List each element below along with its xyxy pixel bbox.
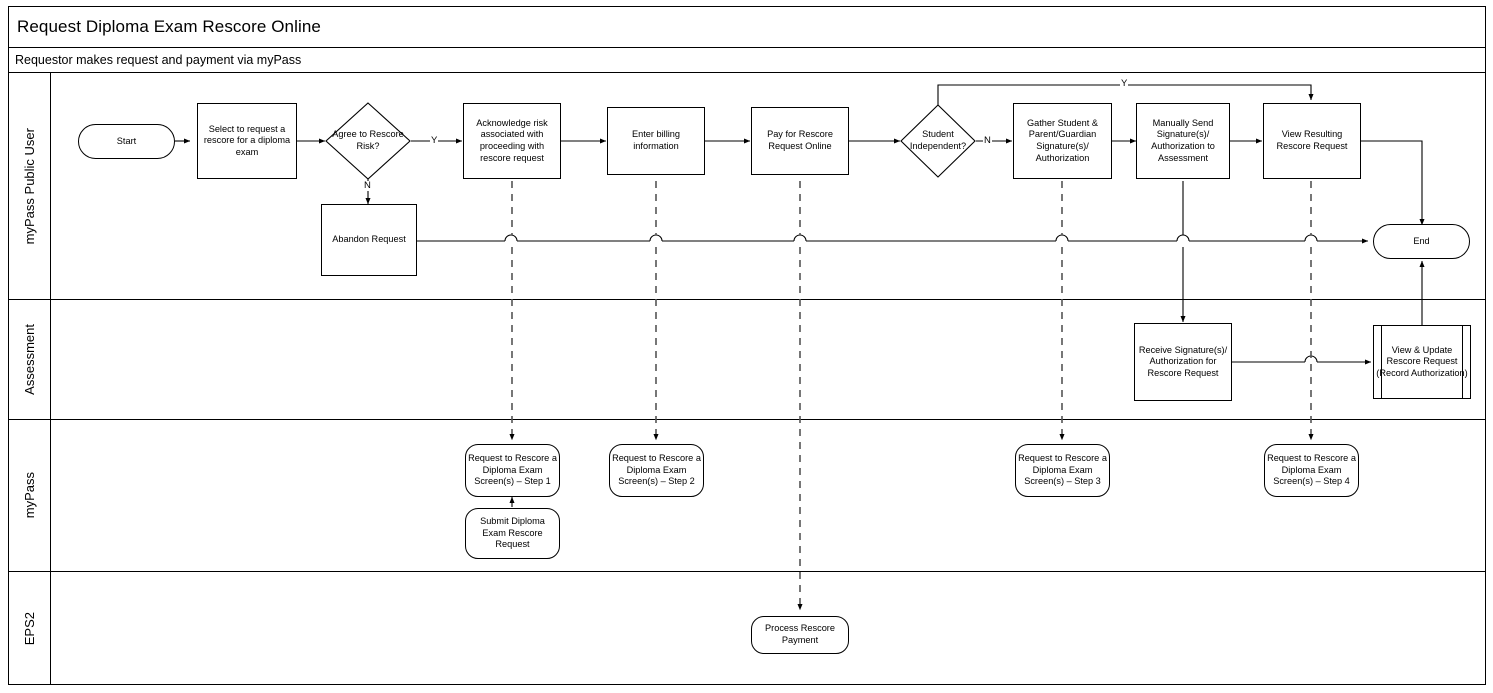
node-screen-step-1-label: Request to Rescore a Diploma Exam Screen… — [468, 453, 557, 487]
node-screen-step-2-label: Request to Rescore a Diploma Exam Screen… — [612, 453, 701, 487]
node-screen-step-4[interactable]: Request to Rescore a Diploma Exam Screen… — [1264, 444, 1359, 497]
node-acknowledge-risk[interactable]: Acknowledge risk associated with proceed… — [463, 103, 561, 179]
node-submit-diploma-exam-rescore-request-label: Submit Diploma Exam Rescore Request — [480, 516, 545, 550]
node-end[interactable]: End — [1373, 224, 1470, 259]
node-process-rescore-payment[interactable]: Process Rescore Payment — [751, 616, 849, 654]
node-agree-to-rescore-risk[interactable]: Agree to Rescore Risk? — [325, 102, 411, 180]
node-select-request[interactable]: Select to request a rescore for a diplom… — [197, 103, 297, 179]
lane-body-assessment — [51, 300, 1486, 419]
node-end-label: End — [1413, 235, 1430, 246]
edge-label-independent-no: N — [983, 135, 992, 146]
lane-eps2: EPS2 — [8, 572, 1486, 685]
lane-label-eps2: EPS2 — [21, 611, 37, 646]
node-manually-send-authorization[interactable]: Manually Send Signature(s)/ Authorizatio… — [1136, 103, 1230, 179]
node-view-update-rescore-request-label: View & Update Rescore Request (Record Au… — [1376, 344, 1468, 378]
lane-label-public-user: myPass Public User — [21, 127, 37, 245]
node-abandon-request[interactable]: Abandon Request — [321, 204, 417, 276]
node-view-resulting-rescore-request[interactable]: View Resulting Rescore Request — [1263, 103, 1361, 179]
node-agree-to-rescore-risk-label: Agree to Rescore Risk? — [332, 129, 404, 151]
node-screen-step-4-label: Request to Rescore a Diploma Exam Screen… — [1267, 453, 1356, 487]
node-screen-step-2[interactable]: Request to Rescore a Diploma Exam Screen… — [609, 444, 704, 497]
lane-label-mypass: myPass — [21, 472, 37, 519]
node-acknowledge-risk-label: Acknowledge risk associated with proceed… — [476, 117, 548, 163]
edge-label-agree-no: N — [363, 180, 372, 191]
lane-header-public-user: myPass Public User — [8, 73, 51, 299]
node-student-independent-label: Student Independent? — [909, 129, 967, 151]
node-receive-signatures-label: Receive Signature(s)/ Authorization for … — [1138, 344, 1228, 378]
node-enter-billing-information-label: Enter billing information — [631, 129, 680, 151]
node-screen-step-3-label: Request to Rescore a Diploma Exam Screen… — [1018, 453, 1107, 487]
phase-bar: Requestor makes request and payment via … — [8, 48, 1486, 73]
diagram-frame — [8, 6, 1486, 685]
lane-assessment: Assessment — [8, 300, 1486, 420]
node-start-label: Start — [116, 135, 137, 146]
lane-mypass: myPass — [8, 420, 1486, 572]
node-screen-step-1[interactable]: Request to Rescore a Diploma Exam Screen… — [465, 444, 560, 497]
node-abandon-request-label: Abandon Request — [332, 234, 406, 245]
edge-label-independent-yes: Y — [1120, 78, 1129, 89]
node-enter-billing-information[interactable]: Enter billing information — [607, 107, 705, 175]
node-pay-for-rescore-request-online-label: Pay for Rescore Request Online — [767, 129, 833, 151]
node-process-rescore-payment-label: Process Rescore Payment — [765, 623, 835, 645]
lane-header-mypass: myPass — [8, 420, 51, 571]
edge-label-agree-yes: Y — [430, 135, 439, 146]
node-pay-for-rescore-request-online[interactable]: Pay for Rescore Request Online — [751, 107, 849, 175]
lane-header-eps2: EPS2 — [8, 572, 51, 685]
node-submit-diploma-exam-rescore-request[interactable]: Submit Diploma Exam Rescore Request — [465, 508, 560, 559]
node-receive-signatures[interactable]: Receive Signature(s)/ Authorization for … — [1134, 323, 1232, 401]
node-manually-send-authorization-label: Manually Send Signature(s)/ Authorizatio… — [1151, 117, 1215, 163]
page-title: Request Diploma Exam Rescore Online — [17, 16, 321, 36]
node-gather-signatures[interactable]: Gather Student & Parent/Guardian Signatu… — [1013, 103, 1112, 179]
node-view-resulting-rescore-request-label: View Resulting Rescore Request — [1276, 129, 1348, 151]
node-view-update-rescore-request[interactable]: View & Update Rescore Request (Record Au… — [1373, 325, 1471, 399]
lane-header-assessment: Assessment — [8, 300, 51, 419]
node-student-independent[interactable]: Student Independent? — [900, 104, 976, 178]
lane-label-assessment: Assessment — [21, 324, 37, 395]
node-start[interactable]: Start — [78, 124, 175, 159]
phase-label: Requestor makes request and payment via … — [15, 53, 302, 67]
diagram-title-bar: Request Diploma Exam Rescore Online — [8, 6, 1486, 48]
node-screen-step-3[interactable]: Request to Rescore a Diploma Exam Screen… — [1015, 444, 1110, 497]
node-gather-signatures-label: Gather Student & Parent/Guardian Signatu… — [1027, 117, 1098, 163]
node-select-request-label: Select to request a rescore for a diplom… — [203, 123, 291, 157]
diamond-shape — [900, 104, 976, 178]
lane-public-user: myPass Public User — [8, 73, 1486, 300]
